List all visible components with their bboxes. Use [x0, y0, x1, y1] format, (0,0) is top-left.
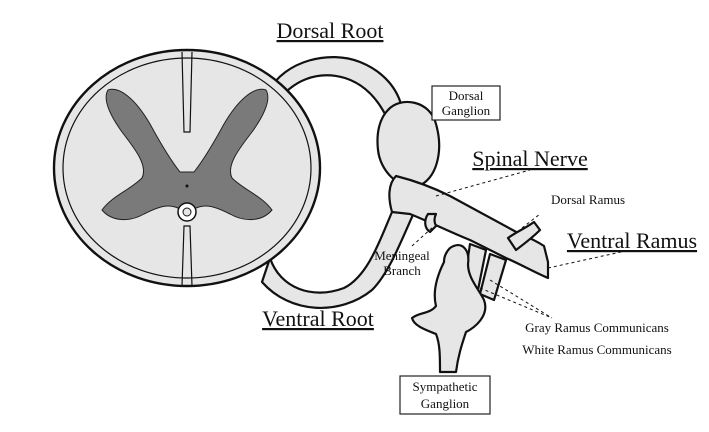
sympathetic-ganglion-label-1: Sympathetic	[413, 379, 478, 394]
dorsal-root-label: Dorsal Root	[277, 18, 384, 43]
dorsal-ganglion	[376, 100, 441, 188]
spinal-cord-pia	[62, 57, 312, 279]
white-ramus-leader	[479, 287, 553, 319]
ventral-ramus-leader	[547, 249, 631, 269]
ventral-root-label: Ventral Root	[262, 306, 374, 331]
dorsal-ramus-leader	[521, 213, 541, 229]
ventral-ramus-label: Ventral Ramus	[567, 228, 697, 253]
spinal-nerve	[388, 174, 550, 280]
spinal-nerve-leader	[435, 169, 531, 197]
ventral-median-fissure	[181, 225, 193, 287]
sympathetic-ganglion-label-2: Ganglion	[421, 396, 470, 411]
meningeal-leader	[411, 225, 435, 247]
sympathetic-ganglion	[410, 244, 487, 374]
meningeal-branch	[424, 212, 438, 234]
dorsal-ganglion-label-1: Dorsal	[449, 88, 484, 103]
gray-commissure-dot	[185, 184, 189, 188]
white-ramus-label: White Ramus Communicans	[522, 342, 671, 357]
gray-matter	[101, 88, 273, 220]
spinal-nerve-label: Spinal Nerve	[472, 146, 587, 171]
sympathetic-ganglion-box	[399, 375, 491, 415]
gray-ramus-communicans	[478, 252, 508, 302]
gray-ramus-leader	[489, 279, 553, 319]
gray-ramus-label: Gray Ramus Communicans	[525, 320, 669, 335]
dorsal-ramus	[506, 220, 542, 252]
dorsal-ganglion-label-2: Ganglion	[442, 103, 491, 118]
spinal-cord-outline	[52, 48, 322, 288]
dorsal-ganglion-box	[431, 85, 501, 121]
dorsal-ramus-label: Dorsal Ramus	[551, 192, 625, 207]
meningeal-branch-label-1: Meningeal	[374, 248, 430, 263]
meningeal-branch-label-2: Branch	[383, 263, 421, 278]
central-canal-inner	[182, 207, 192, 217]
dorsal-median-sulcus	[181, 51, 193, 133]
